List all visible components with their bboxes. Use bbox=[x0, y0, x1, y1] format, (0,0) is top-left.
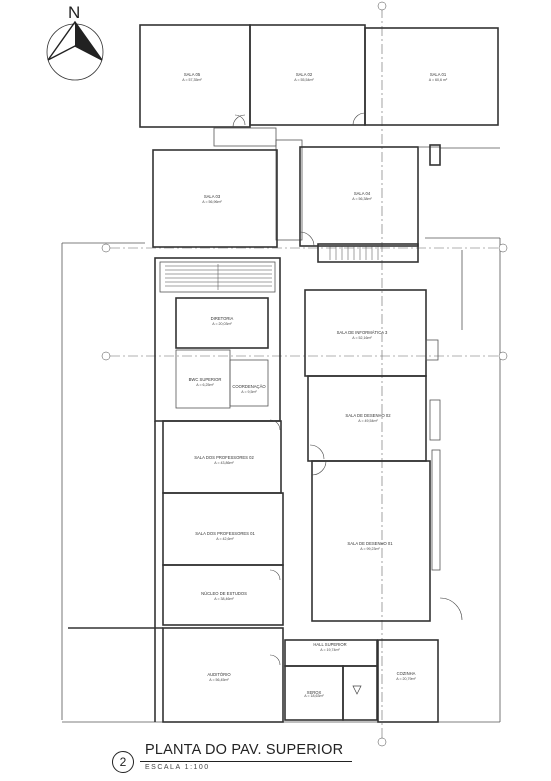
room-area-hall: A = 19,74m² bbox=[320, 648, 340, 652]
room-area-prof02: A = 43,86m² bbox=[214, 461, 234, 465]
bridge-corridor bbox=[213, 127, 303, 241]
room-area-sala02: A = 55,54m² bbox=[294, 78, 314, 82]
room-area-sala03: A = 56,96m² bbox=[202, 200, 222, 204]
room-area-cozinha: A = 20,79m² bbox=[396, 677, 416, 681]
stair-main bbox=[165, 264, 272, 290]
room-area-prof01: A = 42,6m² bbox=[216, 537, 234, 541]
room-name-auditorio: AUDITÓRIO bbox=[207, 672, 231, 677]
room-name-sala04: SALA 04 bbox=[354, 191, 371, 196]
room-name-sala01: SALA 01 bbox=[430, 72, 447, 77]
room-name-cozinha: COZINHA bbox=[397, 671, 416, 676]
room-area-sala01: A = 60,6 m² bbox=[429, 78, 448, 82]
room-area-auditorio: A = 56,45m² bbox=[209, 678, 229, 682]
room-name-xerox: XEROX bbox=[307, 690, 322, 695]
room-area-coord: A = 9,5m² bbox=[241, 390, 257, 394]
north-arrow bbox=[46, 20, 104, 81]
stair-top bbox=[317, 243, 419, 263]
room-area-des02: A = 49,54m² bbox=[358, 419, 378, 423]
room-name-prof02: SALA DOS PROFESSORES 02 bbox=[194, 455, 254, 460]
room-name-des01: SALA DE DESENHO 01 bbox=[347, 541, 393, 546]
room-area-xerox: A = 18,63m² bbox=[304, 694, 324, 698]
room-name-sala02: SALA 02 bbox=[296, 72, 313, 77]
room-name-sala03: SALA 03 bbox=[204, 194, 221, 199]
facade-right bbox=[425, 250, 463, 571]
room-name-sala05: SALA 05 bbox=[184, 72, 201, 77]
room-name-coord: COORDENAÇÃO bbox=[232, 384, 266, 389]
north-label: N bbox=[68, 3, 81, 22]
room-area-wcsup: A = 6,25m² bbox=[196, 383, 214, 387]
room-area-info3: A = 52,16m² bbox=[352, 336, 372, 340]
room-area-sala04: A = 56,38m² bbox=[352, 197, 372, 201]
title-underline bbox=[140, 761, 352, 762]
room-area-des01: A = 99,23m² bbox=[360, 547, 380, 551]
room-area-sala05: A = 57,35m² bbox=[182, 78, 202, 82]
top-classroom-block bbox=[139, 24, 499, 128]
room-name-diretoria: DIRETORIA bbox=[211, 316, 234, 321]
room-name-wcsup: BWC SUPERIOR bbox=[189, 377, 222, 382]
main-building bbox=[68, 257, 463, 723]
drawing-scale: ESCALA 1:100 bbox=[145, 764, 210, 771]
room-labels: SALA 05 A = 57,35m² SALA 02 A = 55,54m² … bbox=[182, 72, 448, 698]
room-name-des02: SALA DE DESENHO 02 bbox=[345, 413, 391, 418]
drawing-number: 2 bbox=[112, 751, 134, 773]
middle-classroom-block bbox=[152, 144, 441, 248]
room-name-nucleo: NÚCLEO DE ESTUDOS bbox=[201, 591, 247, 596]
room-area-diretoria: A = 20,03m² bbox=[212, 322, 232, 326]
room-name-hall: HALL SUPERIOR bbox=[313, 642, 346, 647]
room-area-nucleo: A = 38,46m² bbox=[214, 597, 234, 601]
room-name-info3: SALA DE INFORMÁTICA 3 bbox=[337, 330, 388, 335]
room-name-prof01: SALA DOS PROFESSORES 01 bbox=[195, 531, 255, 536]
drawing-title: PLANTA DO PAV. SUPERIOR bbox=[145, 742, 344, 758]
